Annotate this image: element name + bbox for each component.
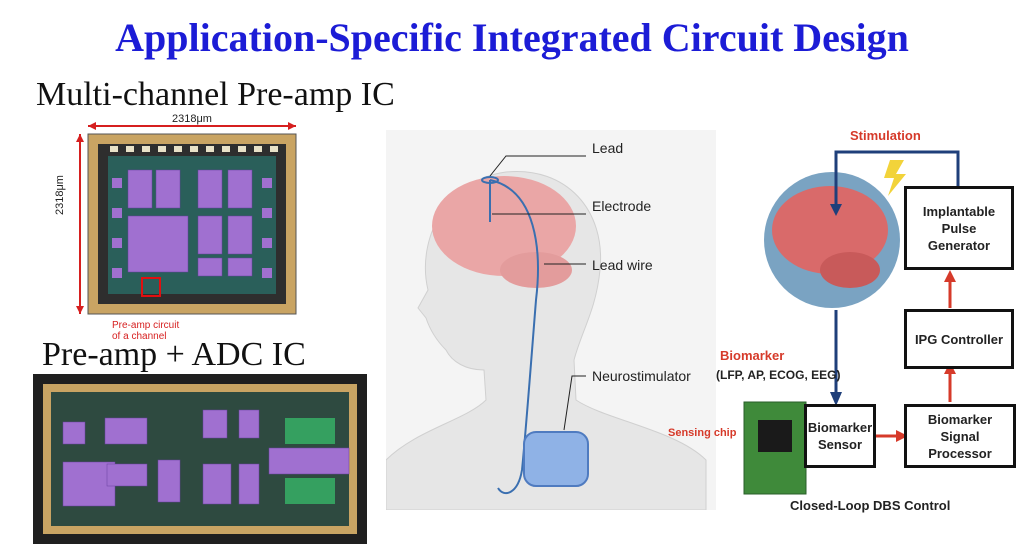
lead-label: Lead [592,140,624,156]
biomarker-title: Biomarker [720,348,785,363]
biomarker-subtitle: (LFP, AP, ECOG, EEG) [716,368,841,382]
preamp-adc-chip-layout [33,374,367,544]
sensing-chip-label: Sensing chip [668,427,737,439]
neurostimulator-label: Neurostimulator [592,368,691,384]
preamp-note: Pre-amp circuit of a channel [112,320,180,342]
multichannel-chip-layout [76,122,297,315]
page-title: Application-Specific Integrated Circuit … [115,15,909,60]
ipg-controller-box: IPG Controller [904,309,1014,369]
stimulation-label: Stimulation [850,128,921,143]
dbs-implant-illustration [386,130,716,510]
lead-wire-label: Lead wire [592,257,653,273]
closed-loop-arrows [743,150,960,495]
multichannel-heading: Multi-channel Pre-amp IC [36,76,395,113]
preamp-adc-heading: Pre-amp + ADC IC [42,336,306,373]
electrode-label: Electrode [592,198,652,214]
closed-loop-caption: Closed-Loop DBS Control [790,498,951,513]
chip1-width-label: 2318μm [172,113,212,125]
